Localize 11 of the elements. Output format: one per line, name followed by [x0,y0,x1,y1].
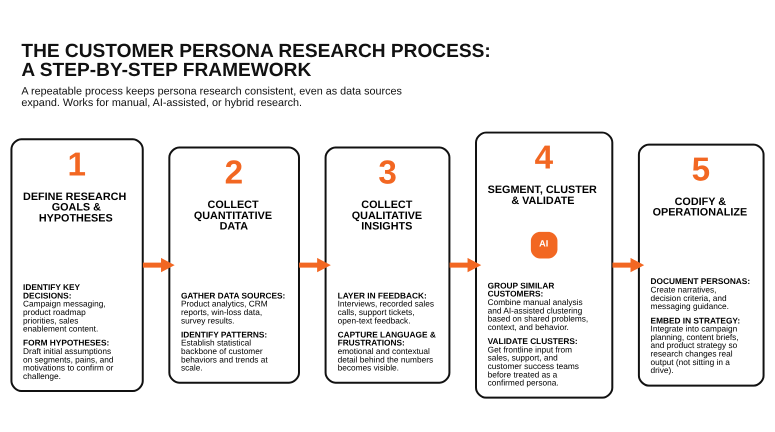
node-box: 2 COLLECT QUANTITATIVE DATA GATHER DATA SOURCES: Product analytics, CRM reports, win-loss data, survey results. IDENTIFY PATTERNS: Establish statistical backbone of customer behaviors and trends at scale. [168,146,300,384]
arrow [142,257,175,272]
arrow [612,257,644,272]
arrow [450,257,482,272]
arrow [299,257,331,272]
diagram-title: THE CUSTOMER PERSONA RESEARCH PROCESS: A STEP-BY-STEP FRAMEWORK [21,40,491,80]
node-box: 5 CODIFY & OPERATIONALIZE DOCUMENT PERSONAS: Create narratives, decision criteria, and messaging guidance. EMBED IN STRATEGY: Integrate into campaign planning, content briefs, and product strategy so research changes real output (not sitting in a drive). [638,143,765,386]
node-box: 3 COLLECT QUALITATIVE INSIGHTS LAYER IN FEEDBACK: Interviews, recorded sales calls, support tickets, open-text feedback. CAPTURE LANGUAGE & FRUSTRATIONS: emotional and contextual detail behind the numbers becomes visible. [324,146,450,384]
node-box: 4 SEGMENT, CLUSTER & VALIDATE AI GROUP SIMILAR CUSTOMERS: Combine manual analysis and AI-assisted clustering based on shared problems, context, and behavior. VALIDATE CLUSTERS: Get frontline input from sales, support, and customer success teams before treated as a confirmed persona. [475,131,614,398]
node-box: 1 DEFINE RESEARCH GOALS & HYPOTHESES IDENTIFY KEY DECISIONS: Campaign messaging, product roadmap priorities, sales enablement content. FORM HYPOTHESES: Draft initial assumptions on segments, pains, and motivations to confirm or challenge. [10,138,144,392]
caption: A repeatable process keeps persona research consistent, even as data sources expand. Works for manual, AI-assisted, or hybrid research. [21,84,402,108]
